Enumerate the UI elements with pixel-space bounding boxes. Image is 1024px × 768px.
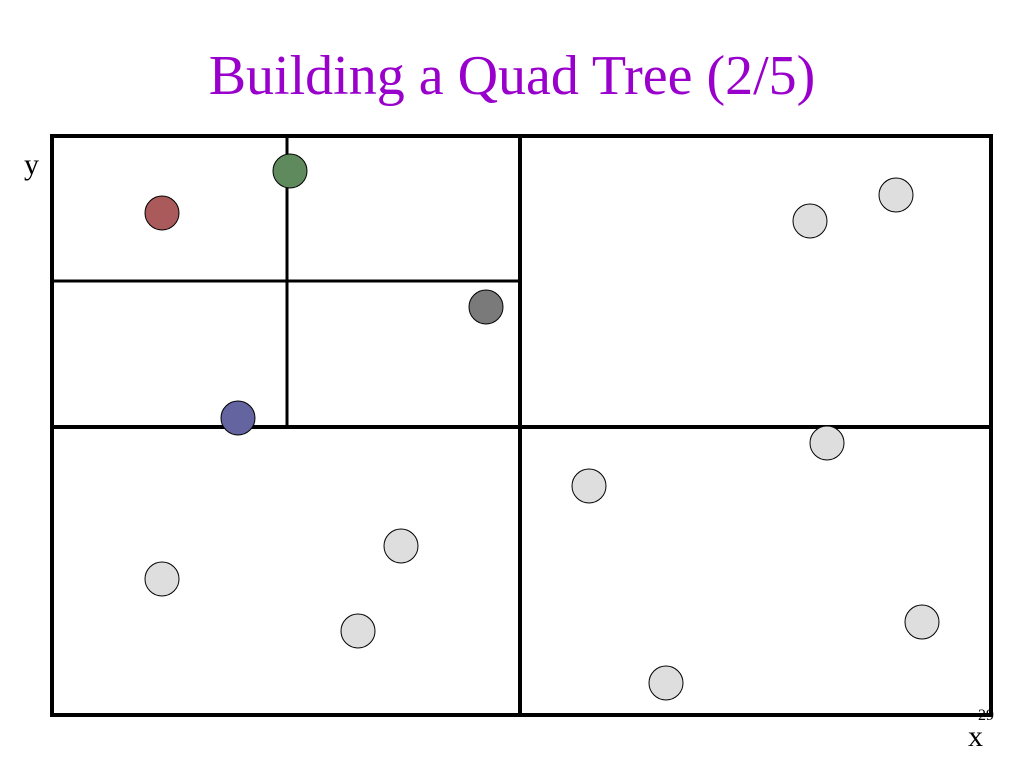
y-axis-label: y [24,148,39,181]
point-dark-gray [468,289,504,325]
point-light-gray [878,177,914,213]
point-light-gray [648,665,684,701]
page-number: 29 [978,707,994,724]
point-blue [220,400,256,436]
point-light-gray [340,613,376,649]
x-axis-label: x [968,720,983,753]
point-green [272,153,308,189]
point-light-gray [792,203,828,239]
slide-title: Building a Quad Tree (2/5) [208,45,816,107]
point-light-gray [809,425,845,461]
point-light-gray [383,528,419,564]
point-light-gray [144,561,180,597]
point-red [144,195,180,231]
point-light-gray [904,604,940,640]
point-light-gray [571,468,607,504]
